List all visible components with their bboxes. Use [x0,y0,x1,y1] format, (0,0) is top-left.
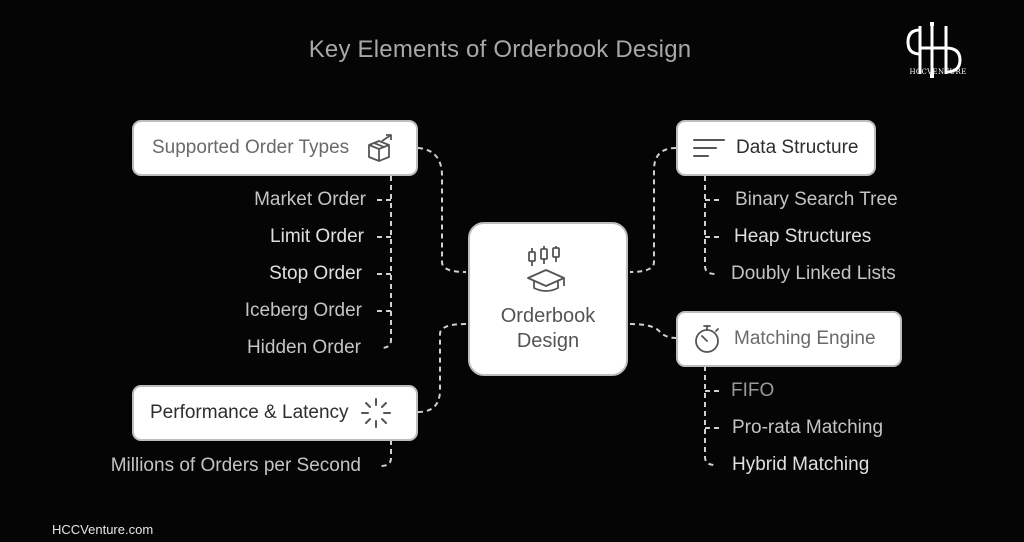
center-line-2: Design [516,330,580,352]
loading-spinner-icon [360,398,391,428]
list-item-iceberg-order: Iceberg Order [244,300,362,321]
performance-latency-label: Performance & Latency [150,402,349,423]
list-item-fifo: FIFO [731,380,775,401]
data-structure-label: Data Structure [736,137,859,158]
matching-engine-label: Matching Engine [734,328,876,349]
candlestick-graduation-icon [527,246,565,292]
list-item-limit-order: Limit Order [270,226,364,247]
diagram-title: Key Elements of Orderbook Design [308,36,692,63]
hcc-logo-icon [906,22,962,78]
supported-order-types-label: Supported Order Types [152,137,350,158]
data-structure-node: Data Structure [676,120,876,176]
list-item-heap-structures: Heap Structures [734,226,872,247]
supported-order-types-node: Supported Order Types [132,120,418,176]
list-item-hidden-order: Hidden Order [246,337,361,358]
list-item-binary-search-tree: Binary Search Tree [735,189,898,210]
list-item-pro-rata-matching: Pro-rata Matching [732,417,884,438]
logo-text: HCCVENTURE [909,68,967,76]
lines-icon [693,139,725,157]
orderbook-design-center-node: Orderbook Design [468,222,628,376]
list-item-hybrid-matching: Hybrid Matching [732,454,870,475]
list-item-stop-order: Stop Order [269,263,362,284]
list-item-millions-orders: Millions of Orders per Second [110,455,361,476]
stopwatch-icon [695,325,719,353]
center-line-1: Orderbook [500,305,596,327]
footer-website: HCCVenture.com [52,522,154,537]
matching-engine-node: Matching Engine [676,311,902,367]
performance-latency-node: Performance & Latency [132,385,418,441]
list-item-market-order: Market Order [254,189,366,210]
box-arrow-icon [368,134,393,162]
list-item-doubly-linked-lists: Doubly Linked Lists [731,263,896,284]
